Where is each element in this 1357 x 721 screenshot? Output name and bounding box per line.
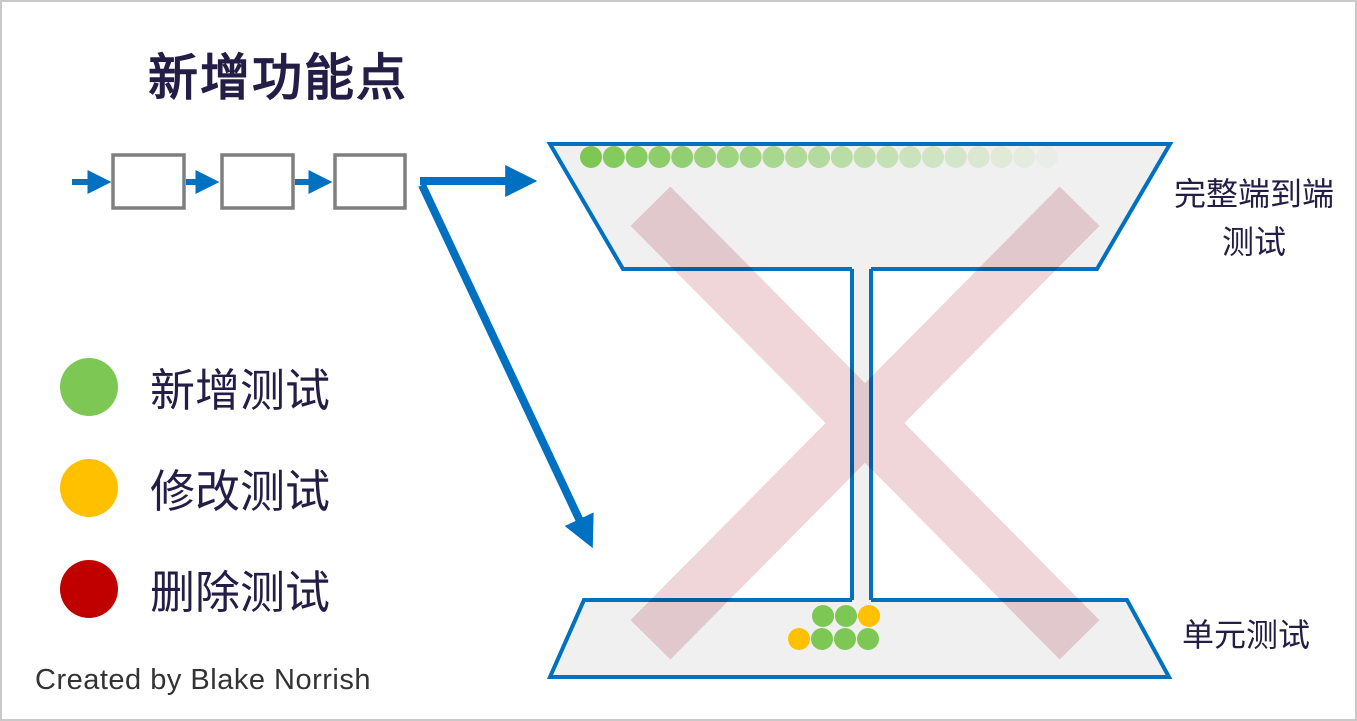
test-dot [944,146,967,168]
legend-label-deleted-test: 删除测试 [150,567,331,618]
credit-text: Created by Blake Norrish [35,664,371,696]
test-dot [739,146,762,168]
test-dot [857,628,879,650]
unit-test-dots [788,605,880,650]
legend-item-deleted-test: 删除测试 [60,556,330,621]
test-dot [788,628,810,650]
arrow-to-unit-tests [418,183,594,549]
test-dot [876,146,899,168]
test-dot [967,146,990,168]
test-dot [830,146,853,168]
legend-item-modified-test: 修改测试 [60,455,330,520]
legend: 新增测试 修改测试 删除测试 [60,354,330,657]
test-dot [648,146,671,168]
flow-box-3 [333,153,407,210]
test-dot [834,628,856,650]
deleted-test-dot-icon [60,559,118,618]
legend-item-new-test: 新增测试 [60,354,330,419]
flow-box-1 [111,153,186,210]
unit-test-label: 单元测试 [1182,617,1311,653]
test-dot [625,146,648,168]
test-dot [835,605,857,627]
test-dot [899,146,922,168]
test-dot [990,146,1013,168]
new-test-dot-icon [60,357,118,416]
e2e-test-label-line2: 测试 [1221,224,1286,260]
test-dot [808,146,830,168]
e2e-test-dots [580,146,1058,168]
test-dot [812,605,834,627]
test-dot [671,146,694,168]
test-dot [1036,146,1058,168]
test-dot [716,146,739,168]
test-dot [922,146,944,168]
modified-test-dot-icon [60,458,118,517]
test-dot [694,146,716,168]
e2e-test-funnel-outline [546,142,1174,271]
test-dot [858,605,880,627]
legend-label-new-test: 新增测试 [150,365,331,416]
legend-label-modified-test: 修改测试 [150,466,331,517]
test-dot [811,628,833,650]
test-dot [1013,146,1036,168]
page-title: 新增功能点 [148,50,408,106]
rejection-x-mark [630,186,1100,660]
unit-test-tray-outline [546,598,1173,679]
x-bar-2 [630,186,1100,660]
e2e-test-label-line1: 完整端到端 [1173,176,1334,212]
test-dot [762,146,785,168]
test-dot [785,146,808,168]
flow-box-2 [220,153,295,210]
test-dot [580,146,602,168]
test-dot [853,146,876,168]
test-dot [602,146,625,168]
e2e-test-label: 完整端到端 测试 [1164,170,1344,266]
